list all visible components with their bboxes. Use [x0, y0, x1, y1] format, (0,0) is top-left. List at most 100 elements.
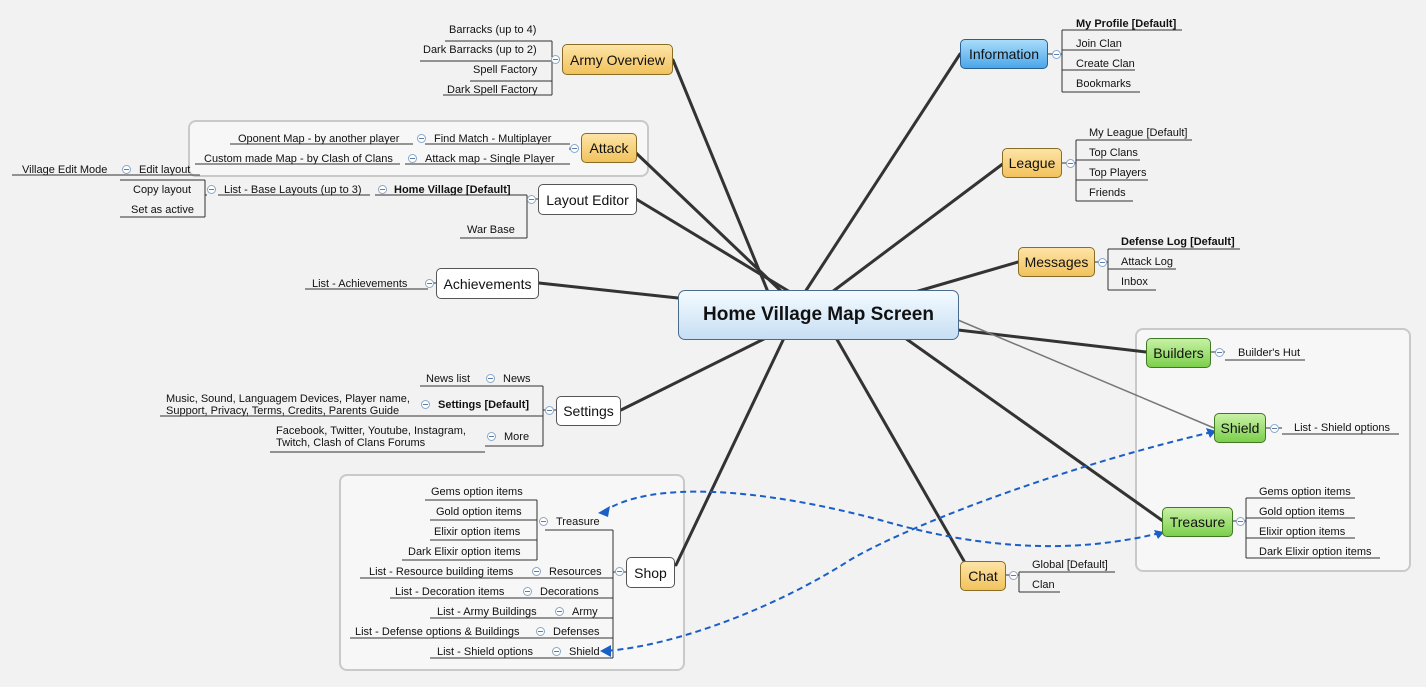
- collapse-toggle-icon[interactable]: [1066, 159, 1075, 168]
- collapse-toggle-icon[interactable]: [421, 400, 430, 409]
- layout-copy-layout: Copy layout: [133, 184, 192, 196]
- attack-topic[interactable]: Attack: [581, 133, 637, 163]
- army-dark-barracks: Dark Barracks (up to 2): [423, 44, 537, 56]
- collapse-toggle-icon[interactable]: [487, 432, 496, 441]
- army-overview-topic[interactable]: Army Overview: [562, 44, 673, 75]
- collapse-toggle-icon[interactable]: [1215, 348, 1224, 357]
- shield-topic[interactable]: Shield: [1214, 413, 1266, 443]
- information-create-clan: Create Clan: [1076, 58, 1135, 70]
- collapse-toggle-icon[interactable]: [1270, 424, 1279, 433]
- information-my-profile: My Profile [Default]: [1076, 18, 1177, 30]
- army-barracks: Barracks (up to 4): [449, 24, 537, 36]
- collapse-toggle-icon[interactable]: [551, 55, 560, 64]
- settings-default: Settings [Default]: [438, 399, 530, 411]
- settings-detail-line1: Music, Sound, Languagem Devices, Player …: [166, 393, 410, 405]
- settings-news-list: News list: [426, 373, 471, 385]
- shop-army-list: List - Army Buildings: [437, 606, 537, 618]
- treasure-gold-items: Gold option items: [1259, 506, 1345, 518]
- attack-map: Attack map - Single Player: [425, 153, 555, 165]
- shop-decorations-list: List - Decoration items: [395, 586, 505, 598]
- shop-defenses: Defenses: [553, 626, 600, 638]
- treasure-topic[interactable]: Treasure: [1162, 507, 1233, 537]
- league-friends: Friends: [1089, 187, 1126, 199]
- layout-list-base-layouts: List - Base Layouts (up to 3): [224, 184, 362, 196]
- information-join-clan: Join Clan: [1076, 38, 1122, 50]
- layout-war-base: War Base: [467, 224, 515, 236]
- messages-topic[interactable]: Messages: [1018, 247, 1095, 277]
- treasure-dark-elixir-items: Dark Elixir option items: [1259, 546, 1372, 558]
- layout-editor-topic[interactable]: Layout Editor: [538, 184, 637, 215]
- collapse-toggle-icon[interactable]: [1009, 571, 1018, 580]
- achievements-topic[interactable]: Achievements: [436, 268, 539, 299]
- collapse-toggle-icon[interactable]: [1236, 517, 1245, 526]
- settings-more: More: [504, 431, 530, 443]
- builders-hut: Builder's Hut: [1238, 347, 1301, 359]
- shop-gems-items: Gems option items: [431, 486, 523, 498]
- shop-shield: Shield: [569, 646, 600, 658]
- collapse-toggle-icon[interactable]: [425, 279, 434, 288]
- layout-edit-layout: Edit layout: [139, 164, 191, 176]
- shield-options-list: List - Shield options: [1294, 422, 1390, 434]
- league-top-players: Top Players: [1089, 167, 1147, 179]
- builders-topic[interactable]: Builders: [1146, 338, 1211, 368]
- collapse-toggle-icon[interactable]: [570, 144, 579, 153]
- attack-map-detail: Custom made Map - by Clash of Clans: [204, 153, 393, 165]
- settings-news: News: [503, 373, 531, 385]
- collapse-toggle-icon[interactable]: [408, 154, 417, 163]
- collapse-toggle-icon[interactable]: [532, 567, 541, 576]
- collapse-toggle-icon[interactable]: [1098, 258, 1107, 267]
- collapse-toggle-icon[interactable]: [615, 567, 624, 576]
- attack-find-match: Find Match - Multiplayer: [434, 133, 552, 145]
- collapse-toggle-icon[interactable]: [552, 647, 561, 656]
- shop-topic[interactable]: Shop: [626, 557, 675, 588]
- shop-dark-elixir-items: Dark Elixir option items: [408, 546, 521, 558]
- treasure-elixir-items: Elixir option items: [1259, 526, 1346, 538]
- army-spell-factory: Spell Factory: [473, 64, 538, 76]
- league-topic[interactable]: League: [1002, 148, 1062, 178]
- shop-gold-items: Gold option items: [436, 506, 522, 518]
- settings-topic[interactable]: Settings: [556, 396, 621, 426]
- shop-elixir-items: Elixir option items: [434, 526, 521, 538]
- collapse-toggle-icon[interactable]: [545, 406, 554, 415]
- collapse-toggle-icon[interactable]: [207, 185, 216, 194]
- collapse-toggle-icon[interactable]: [536, 627, 545, 636]
- collapse-toggle-icon[interactable]: [555, 607, 564, 616]
- settings-more-line2: Twitch, Clash of Clans Forums: [276, 437, 426, 449]
- shop-shield-list: List - Shield options: [437, 646, 533, 658]
- shop-defenses-list: List - Defense options & Buildings: [355, 626, 520, 638]
- collapse-toggle-icon[interactable]: [378, 185, 387, 194]
- collapse-toggle-icon[interactable]: [122, 165, 131, 174]
- collapse-toggle-icon[interactable]: [523, 587, 532, 596]
- collapse-toggle-icon[interactable]: [527, 195, 536, 204]
- information-topic[interactable]: Information: [960, 39, 1048, 69]
- messages-defense-log: Defense Log [Default]: [1121, 236, 1235, 248]
- chat-topic[interactable]: Chat: [960, 561, 1006, 591]
- shop-resources-list: List - Resource building items: [369, 566, 514, 578]
- layout-home-village: Home Village [Default]: [394, 184, 511, 196]
- layout-village-edit-mode: Village Edit Mode: [22, 164, 108, 176]
- messages-attack-log: Attack Log: [1121, 256, 1173, 268]
- collapse-toggle-icon[interactable]: [539, 517, 548, 526]
- messages-inbox: Inbox: [1121, 276, 1148, 288]
- shop-army: Army: [572, 606, 598, 618]
- attack-find-match-detail: Oponent Map - by another player: [238, 133, 400, 145]
- league-my-league: My League [Default]: [1089, 127, 1188, 139]
- root-topic[interactable]: Home Village Map Screen: [678, 290, 959, 340]
- achievements-list: List - Achievements: [312, 278, 408, 290]
- collapse-toggle-icon[interactable]: [486, 374, 495, 383]
- information-bookmarks: Bookmarks: [1076, 78, 1132, 90]
- chat-clan: Clan: [1032, 579, 1055, 591]
- shop-resources: Resources: [549, 566, 602, 578]
- collapse-toggle-icon[interactable]: [1052, 50, 1061, 59]
- army-dark-spell-factory: Dark Spell Factory: [447, 84, 538, 96]
- league-top-clans: Top Clans: [1089, 147, 1138, 159]
- collapse-toggle-icon[interactable]: [417, 134, 426, 143]
- settings-more-line1: Facebook, Twitter, Youtube, Instagram,: [276, 425, 466, 437]
- shop-decorations: Decorations: [540, 586, 599, 598]
- shop-treasure: Treasure: [556, 516, 600, 528]
- layout-set-active: Set as active: [131, 204, 194, 216]
- chat-global: Global [Default]: [1032, 559, 1108, 571]
- treasure-gems-items: Gems option items: [1259, 486, 1351, 498]
